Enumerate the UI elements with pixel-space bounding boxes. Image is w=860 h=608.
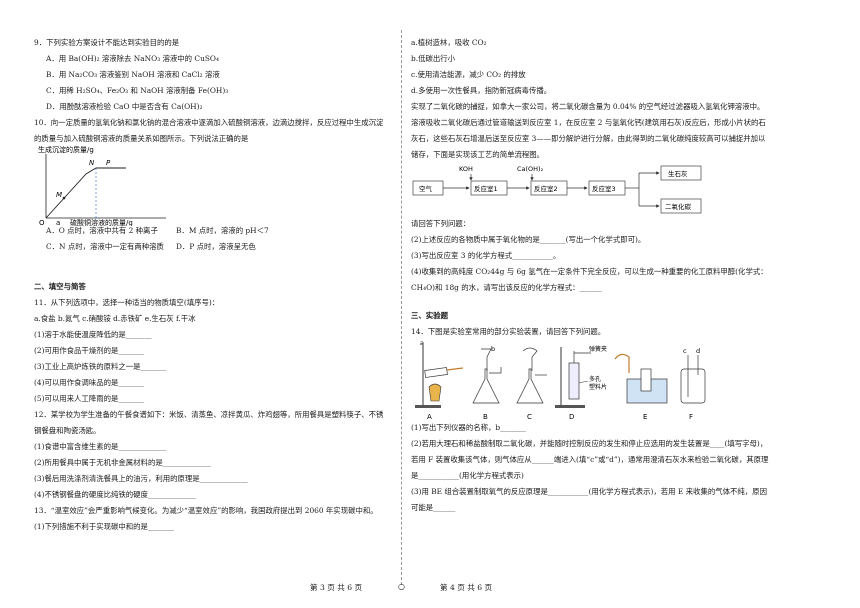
q10-stem-2: 的质量与加入硫酸铜溶液的质量关系如图所示。下列说法正确的是: [34, 134, 249, 143]
q11-stem: 11．从下列选项中，选择一种适当的物质填空(填序号)：: [34, 298, 220, 307]
section-3-title: 三、实验题: [411, 311, 448, 320]
q13-option-b: b.低碳出行小: [411, 54, 456, 63]
q12-item-4: (4)不锈钢餐盘的硬度比纯铁的硬度_____________: [34, 490, 196, 499]
q13-option-c: c.使用清洁能源，减少 CO₂ 的排放: [411, 70, 526, 79]
q13-para-2: 溶液吸收二氧化碳后通过管道输送到反应室 1，在反应室 2 与氢氧化钙(建筑用石灰…: [411, 118, 766, 127]
graph-ylabel: 生成沉淀的质量/g: [38, 146, 94, 154]
label-c: C: [527, 413, 532, 421]
section-2-title: 二、填空与简答: [34, 282, 86, 291]
left-page-number: 第 3 页 共 6 页: [310, 583, 363, 592]
right-page-number: 第 4 页 共 6 页: [440, 583, 493, 592]
callout-a: a: [420, 339, 424, 347]
page-divider: [401, 30, 402, 585]
q11-item-4: (4)可以用作食调味品的是_______: [34, 378, 145, 387]
q13-para-3: 灰石，这些石灰石增温后送至反应室 3——即分解炉进行分解，由此得到的二氧化碳纯度…: [411, 134, 766, 143]
flow-co2-label: 二氧化碳: [665, 202, 692, 211]
q14-item-3b: 可能是______: [411, 503, 456, 512]
apparatus-c: [516, 347, 547, 404]
label-f: F: [689, 413, 693, 421]
q12-stem-2: 钢餐盘和陶瓷汤匙。: [34, 426, 101, 435]
apparatus-f: c d: [680, 347, 706, 404]
binding-circle-icon: ○: [398, 582, 405, 591]
graph-label-n: N: [89, 159, 95, 167]
q14-item-3a: (3)用 BE 组合装置制取氧气的反应原理是___________(用化学方程式…: [411, 487, 767, 496]
flow-quicklime-label: 生石灰: [668, 169, 688, 178]
apparatus-a: a: [415, 339, 464, 408]
q11-item-2: (2)可用作食品干燥剂的是_______: [34, 346, 145, 355]
q10-option-b: B．M 点时，溶液的 pH＜7: [176, 226, 269, 235]
graph-xlabel: 硫酸铜溶液的质量/g: [70, 218, 133, 226]
apparatus-d: 弹簧夹 多孔 塑料片: [555, 345, 607, 408]
q14-stem: 14．下图是实验室常用的部分实验装置，请回答下列问题。: [411, 327, 606, 336]
q13-stem-2: (1)下列措施不利于实现碳中和的是_______: [34, 522, 174, 531]
q14-item-2a: (2)若用大理石和稀盐酸制取二氧化碳，并能随时控制反应的发生和停止应选用的发生装…: [411, 439, 768, 448]
point-m-dot: [62, 196, 66, 200]
label-d: D: [569, 413, 574, 421]
q13-stem-1: 13．“温室效应”会严重影响气候变化。为减少“温室效应”的影响，我国政府提出到 …: [34, 506, 378, 515]
q12-stem-1: 12．某学校为学生准备的午餐食谱如下：米饭、清蒸鱼、凉拌黄瓜、炸鸡翅等，所用餐具…: [34, 410, 384, 419]
q12-item-1: (1)食谱中富含维生素的是_____________: [34, 442, 167, 451]
q14-item-2b: 若用 F 装置收集该气体，则气体应从______端进入(填“c”或“d”)，通常…: [411, 455, 769, 464]
q13-question-4: (4)收集到的高纯度 CO₂44g 与 6g 氢气在一定条件下完全反应，可以生成…: [411, 267, 768, 276]
callout-plate-2: 塑料片: [589, 383, 607, 391]
q14-apparatus-figure: a b 弹簧夹 多孔 塑料片: [415, 339, 706, 421]
q14-item-2c: 是___________(用化学方程式表示): [411, 471, 524, 480]
callout-plate-1: 多孔: [589, 375, 601, 383]
flow-box-quicklime: [660, 165, 702, 181]
q9-option-d: D．用酚酞溶液检验 CaO 中是否含有 Ca(OH)₂: [46, 102, 203, 111]
left-page: 9．下列实验方案设计不能达到实验目的的是 A．用 Ba(OH)₂ 溶液除去 Na…: [34, 38, 390, 532]
flow-r3-label: 反应室3: [592, 184, 616, 193]
graph-label-p: P: [106, 159, 111, 167]
graph-a-label: a: [56, 219, 60, 226]
q10-precipitate-graph: 生成沉淀的质量/g O M N P a 硫酸铜溶液的质量/g: [38, 146, 166, 226]
right-page: a.植树造林，吸收 CO₂ b.低碳出行小 c.使用清洁能源，减少 CO₂ 的排…: [411, 38, 781, 513]
label-a: A: [427, 413, 432, 421]
apparatus-e: [614, 353, 668, 404]
flow-koh-label: KOH: [459, 165, 473, 173]
q13-question-4b: CH₄O)和 18g 的水，请写出该反应的化学方程式：______: [411, 283, 602, 292]
q9-option-b: B．用 Na₂CO₃ 溶液鉴别 NaOH 溶液和 CaCl₂ 溶液: [46, 70, 220, 79]
apparatus-b: b: [472, 345, 502, 404]
q11-item-5: (5)可以用来人工降雨的是_______: [34, 394, 145, 403]
q13-para-4: 储存，下面是实现该工艺的简单流程图。: [411, 150, 545, 159]
flow-r2-label: 反应室2: [534, 184, 558, 193]
callout-b: b: [491, 345, 495, 353]
q14-item-1: (1)写出下列仪器的名称，b_______: [411, 423, 526, 432]
q13-question-3: (3)写出反应室 3 的化学方程式___________。: [411, 251, 561, 260]
q13-option-a: a.植树造林，吸收 CO₂: [411, 38, 487, 47]
q10-option-a: A．O 点时，溶液中共有 2 种离子: [46, 226, 158, 235]
q13-option-d: d.多使用一次性餐具，指防新冠病毒传播。: [411, 86, 552, 95]
q11-item-1: (1)溶于水能使温度降低的是_______: [34, 330, 152, 339]
q10-option-d: D．P 点时，溶液呈无色: [176, 242, 256, 251]
graph-curve: [45, 167, 126, 219]
callout-d: d: [696, 347, 700, 355]
process-flow-diagram: 空气 KOH 反应室1 Ca(OH)₂ 反应室2 反应室3 生石灰 二氧化碳: [412, 165, 702, 214]
q12-item-3: (3)餐后用洗涤剂清洗餐具上的油污，利用的原理是_____________: [34, 474, 248, 483]
graph-label-m: M: [56, 191, 62, 199]
callout-clamp: 弹簧夹: [589, 345, 607, 353]
q11-item-3: (3)工业上高炉炼铁的原料之一是_______: [34, 362, 167, 371]
q10-option-c: C．N 点时，溶液中一定有两种溶质: [46, 242, 164, 251]
flow-caoh2-label: Ca(OH)₂: [517, 165, 544, 173]
q11-choices: a.食盐 b.氮气 c.硝酸铵 d.赤铁矿 e.生石灰 f.干冰: [34, 314, 196, 323]
flow-air-label: 空气: [419, 184, 433, 193]
q13-question-2: (2)上述反应的各物质中属于氧化物的是_______(写出一个化学式即可)。: [411, 235, 646, 244]
label-e: E: [643, 413, 647, 421]
q9-option-c: C．用稀 H₂SO₄、Fe₂O₃ 和 NaOH 溶液制备 Fe(OH)₃: [46, 86, 229, 95]
q13-para-1: 实现了二氧化碳的捕捉，如拿大一家公司，将二氧化碳含量为 0.04% 的空气经过滤…: [411, 102, 765, 111]
q10-stem-1: 10．向一定质量的氢氧化钠和氯化钠的混合溶液中逐滴加入硫酸铜溶液，边滴边搅拌，反…: [34, 118, 384, 127]
q13-question-intro: 请回答下列问题：: [411, 219, 471, 228]
graph-origin: O: [39, 219, 45, 226]
q9-stem: 9．下列实验方案设计不能达到实验目的的是: [34, 38, 180, 47]
label-b: B: [483, 413, 488, 421]
flow-r1-label: 反应室1: [474, 184, 498, 193]
callout-c: c: [683, 347, 687, 355]
q12-item-2: (2)所用餐具中属于无机非金属材料的是_____________: [34, 458, 211, 467]
q9-option-a: A．用 Ba(OH)₂ 溶液除去 NaNO₃ 溶液中的 CuSO₄: [46, 54, 219, 63]
flow-box-co2: [660, 198, 702, 214]
